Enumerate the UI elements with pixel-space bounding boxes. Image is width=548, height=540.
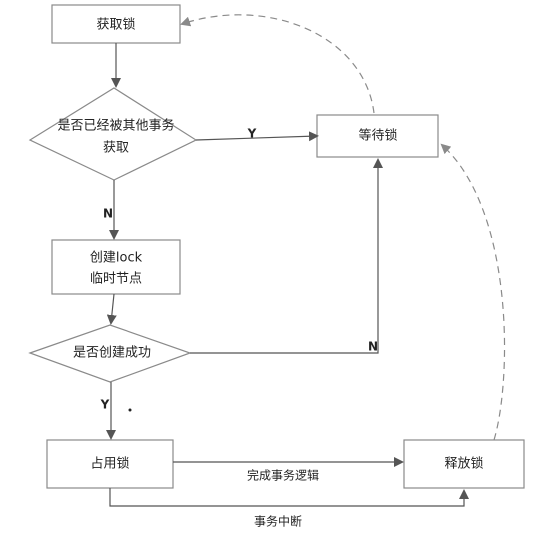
node-wait-lock: 等待锁: [316, 114, 439, 158]
node-hold-lock: 占用锁: [46, 439, 174, 489]
node-create-label-line2: 临时节点: [90, 272, 142, 287]
node-check-taken: 是否已经被其他事务 获取: [28, 87, 198, 181]
node-acquire-lock: 获取锁: [51, 4, 181, 44]
node-hold-label: 占用锁: [90, 456, 129, 472]
edge-label-interrupt: 事务中断: [254, 514, 302, 529]
node-wait-label: 等待锁: [358, 128, 397, 144]
edge-wait-to-acquire: [180, 14, 375, 114]
edge-success-to-wait: [190, 158, 383, 354]
node-check-label-line1: 是否已经被其他事务: [57, 118, 174, 134]
edge-label-yes-wait: Y: [247, 127, 257, 141]
node-release-lock: 释放锁: [403, 439, 525, 489]
edge-create-to-success: [106, 293, 117, 325]
edge-label-complete: 完成事务逻辑: [247, 468, 319, 483]
edge-label-no-wait: N: [368, 340, 378, 354]
edge-label-yes-hold: Y: [100, 398, 110, 412]
node-check-label-line2: 获取: [103, 141, 129, 156]
node-create-temp: 创建lock 临时节点: [51, 239, 181, 295]
edge-release-to-wait: [440, 143, 506, 441]
node-success-label: 是否创建成功: [73, 346, 151, 361]
node-release-label: 释放锁: [444, 456, 483, 472]
edge-label-no-create: N: [103, 207, 113, 221]
edge-interrupt-to-release: [109, 488, 469, 507]
stray-dot: [128, 408, 132, 412]
edge-check-to-wait: [195, 131, 319, 142]
node-acquire-label: 获取锁: [96, 17, 135, 33]
node-create-label-line1: 创建lock: [90, 251, 143, 266]
node-check-success: 是否创建成功: [28, 324, 192, 383]
